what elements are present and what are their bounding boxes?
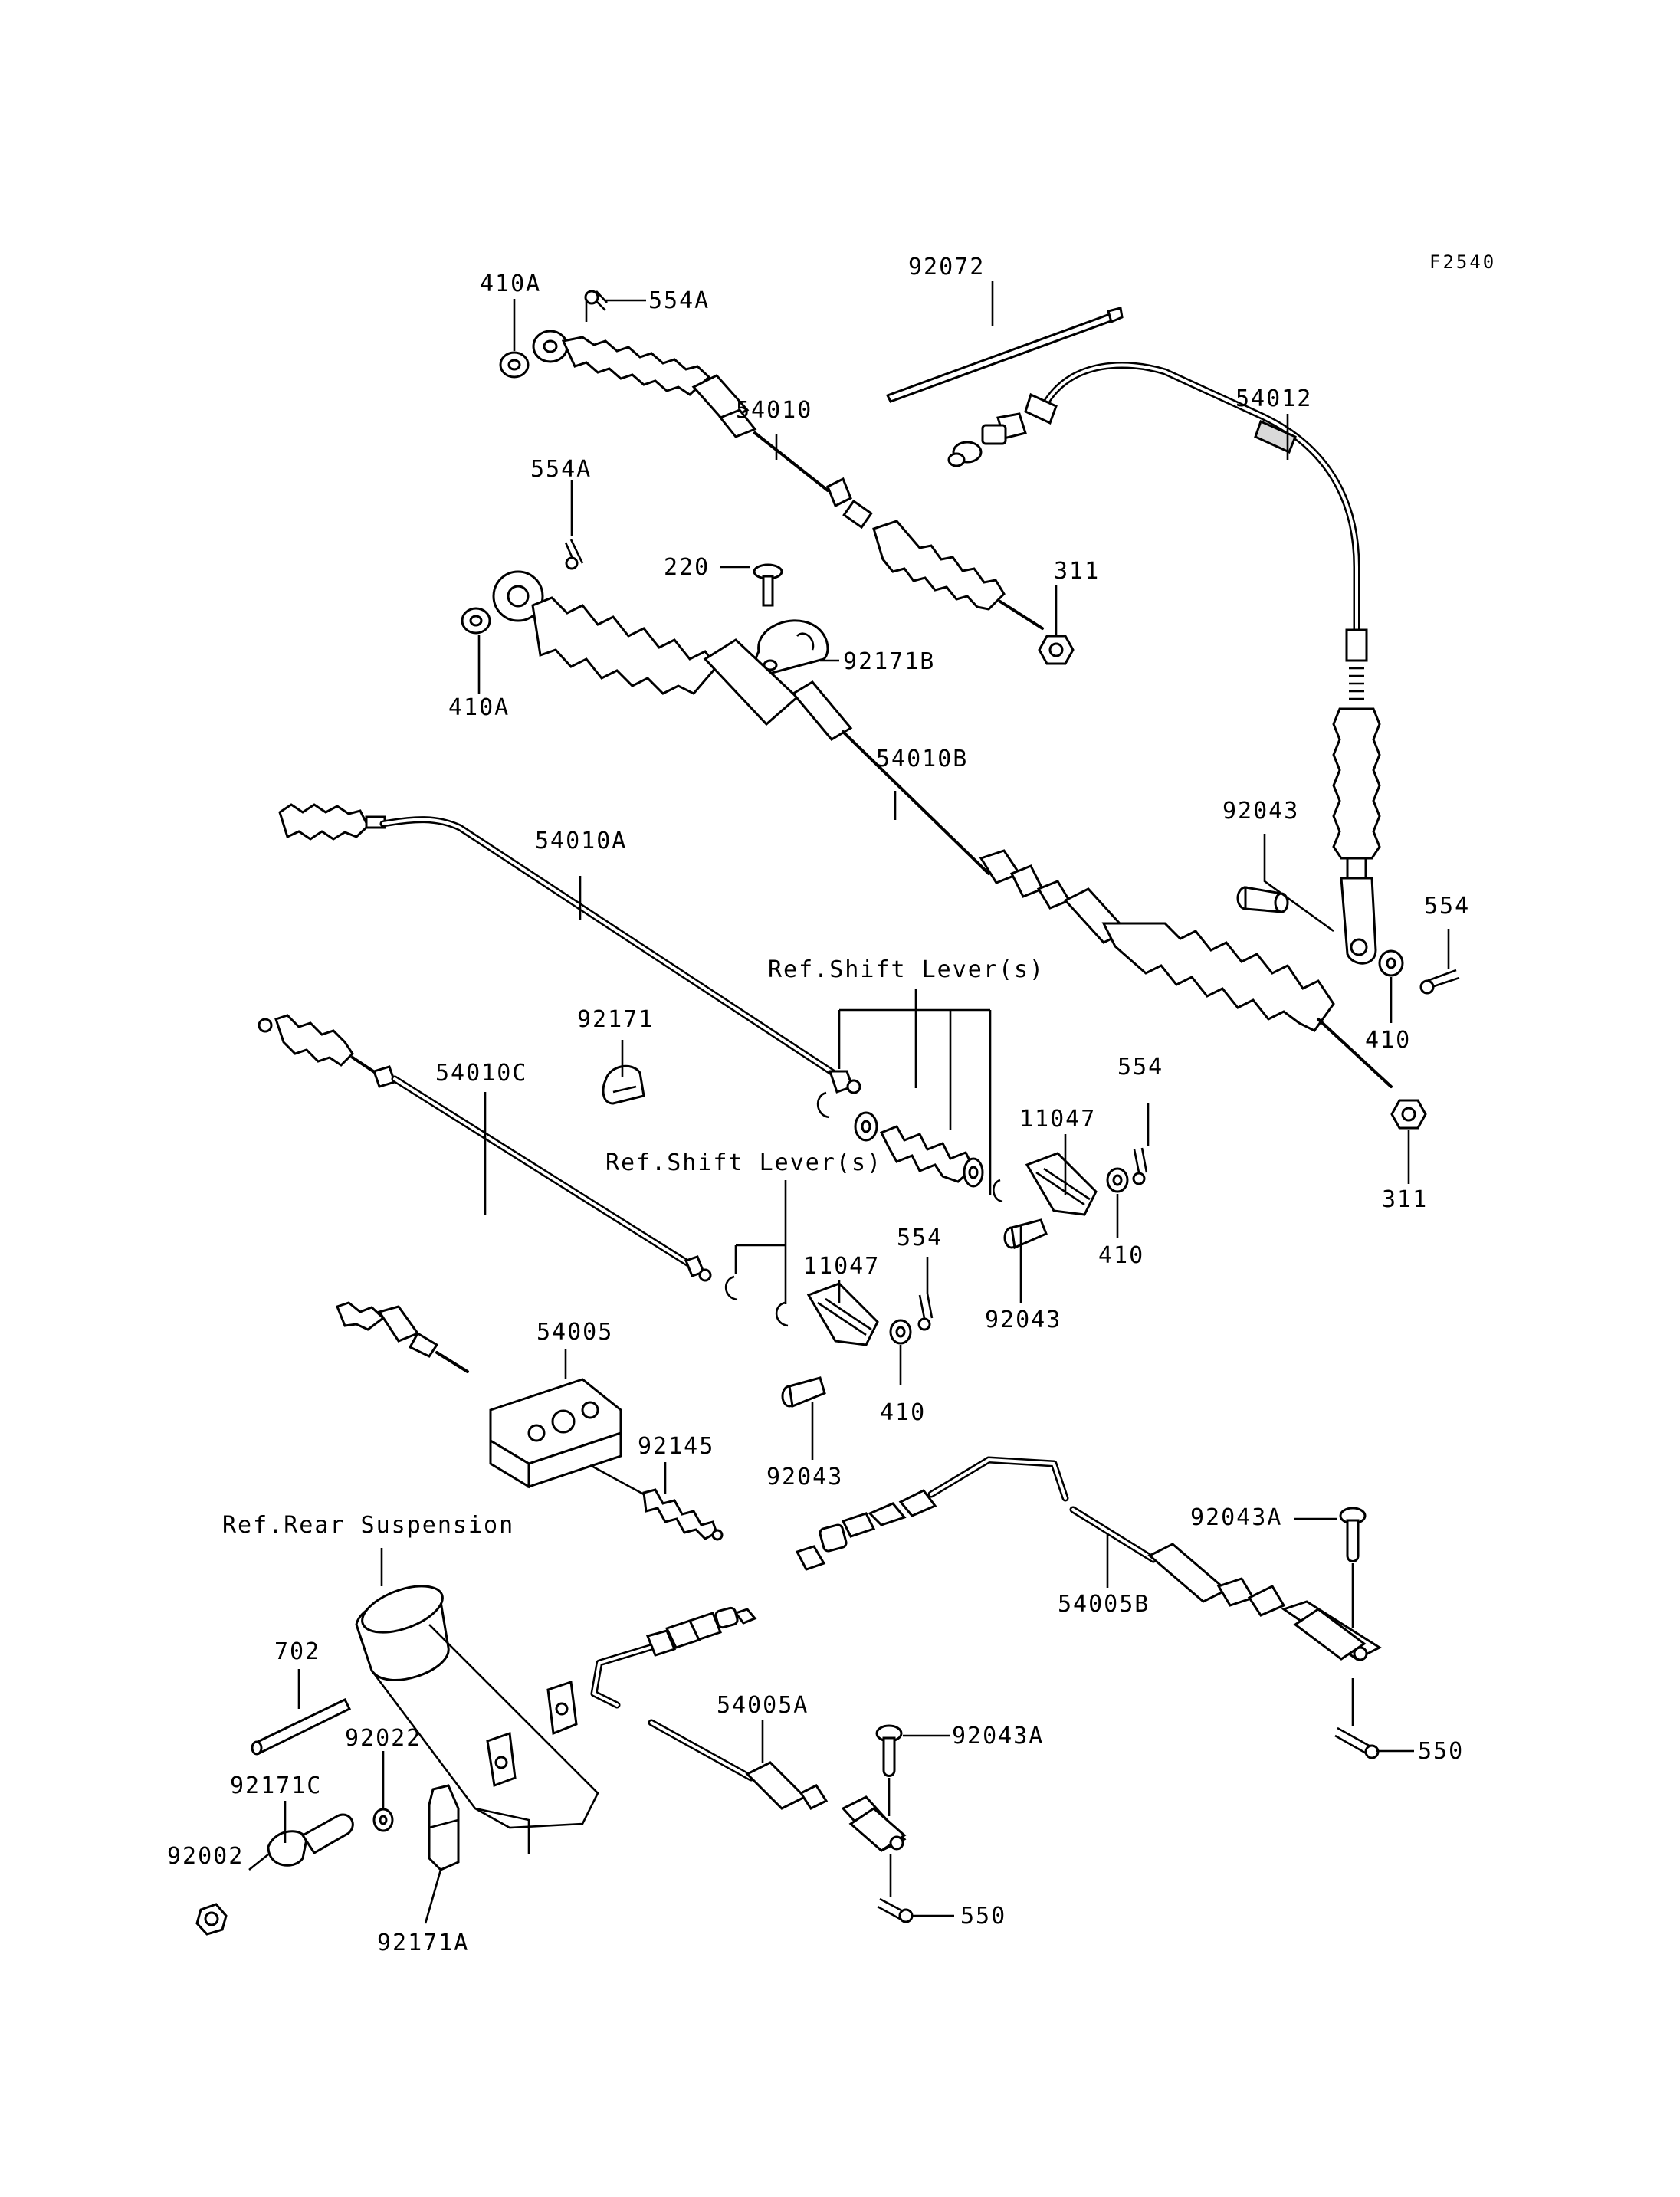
part-550-pin-left [877, 1897, 914, 1923]
label-ref-rear-suspension: Ref.Rear Suspension [222, 1512, 514, 1539]
part-92022-washer [372, 1808, 394, 1832]
part-92171A-bracket [428, 1784, 460, 1871]
label-702: 702 [274, 1638, 320, 1665]
ref-shift-lever-parts-1 [816, 1091, 1003, 1203]
label-550-2: 550 [960, 1903, 1006, 1930]
part-11047-lever-2 [781, 1282, 879, 1408]
part-54005B-cable [795, 1456, 1383, 1661]
label-92002: 92002 [167, 1843, 244, 1870]
label-410-3: 410 [880, 1399, 926, 1426]
label-92022: 92022 [345, 1725, 422, 1752]
label-54005B: 54005B [1058, 1591, 1150, 1618]
label-550-1: 550 [1418, 1738, 1464, 1765]
label-92043-2: 92043 [985, 1307, 1061, 1333]
part-554A-clip-2 [564, 539, 584, 570]
label-410-2: 410 [1098, 1242, 1144, 1269]
label-11047-2: 11047 [803, 1253, 880, 1280]
part-54005A-cable [590, 1606, 907, 1852]
part-311-nut-top [1038, 635, 1075, 665]
label-554A-2: 554A [530, 456, 592, 483]
part-54010C-cable [258, 1014, 712, 1282]
label-554A-1: 554A [648, 287, 710, 314]
label-92043A-1: 92043A [1190, 1504, 1282, 1531]
label-54005: 54005 [536, 1319, 613, 1346]
label-554-1: 554 [1424, 893, 1470, 920]
label-54005A: 54005A [717, 1692, 809, 1719]
part-54010-cable [532, 330, 1044, 630]
part-550-pin-right [1334, 1726, 1380, 1759]
part-554-clip-mid [1132, 1147, 1148, 1185]
label-92171B: 92171B [843, 648, 935, 675]
part-220-bolt [753, 563, 783, 607]
part-11047-lever-1 [1003, 1152, 1098, 1250]
part-702-rod [251, 1698, 352, 1756]
part-554A-clip-1 [584, 290, 608, 322]
label-311-1: 311 [1054, 558, 1100, 585]
label-54012: 54012 [1235, 385, 1312, 412]
part-54010B-cable [492, 570, 1393, 1088]
label-ref-shift-lever-2: Ref.Shift Lever(s) [605, 1149, 882, 1176]
part-92171B-clamp [754, 619, 829, 676]
part-410-washer-mid [1106, 1167, 1129, 1193]
label-54010C: 54010C [435, 1060, 527, 1087]
part-410A-washer-2 [461, 607, 491, 635]
label-92171: 92171 [577, 1006, 654, 1033]
part-54005-joint [336, 1301, 622, 1489]
part-92171C-clamp [267, 1813, 354, 1867]
part-54010A-cable [278, 803, 861, 1094]
part-92145-spring [589, 1464, 724, 1541]
label-92043A-2: 92043A [952, 1723, 1044, 1749]
part-410-washer-top [1378, 949, 1404, 977]
label-54010B: 54010B [876, 746, 968, 772]
label-554-2: 554 [1117, 1054, 1163, 1080]
part-410A-washer-1 [499, 351, 530, 379]
figure-code: F2540 [1429, 251, 1496, 273]
leader-lines [248, 281, 1450, 1924]
label-54010: 54010 [736, 397, 812, 424]
ref-shift-lever-parts-2 [724, 1275, 789, 1327]
part-92043-pin-top [1236, 886, 1289, 913]
part-92171-clamp [602, 1064, 645, 1105]
part-554-clip-top [1419, 969, 1460, 995]
part-92002-bolt [195, 1903, 228, 1936]
label-92043-3: 92043 [766, 1464, 843, 1490]
label-11047-1: 11047 [1019, 1106, 1096, 1133]
label-54010A: 54010A [535, 828, 627, 854]
part-92043A-pin-right [1339, 1507, 1367, 1562]
label-92072: 92072 [908, 254, 985, 280]
part-410-washer-low [889, 1319, 912, 1345]
label-92043-1: 92043 [1222, 798, 1299, 825]
label-410A-2: 410A [448, 694, 510, 721]
ref-rear-suspension [355, 1585, 599, 1854]
label-92171C: 92171C [230, 1772, 322, 1799]
label-311-2: 311 [1382, 1186, 1428, 1213]
part-311-nut-right [1390, 1099, 1427, 1130]
part-554-clip-low [917, 1293, 934, 1331]
part-92072-cable-tie [885, 307, 1124, 403]
label-410-1: 410 [1365, 1027, 1411, 1054]
label-92145: 92145 [638, 1433, 714, 1460]
label-554-3: 554 [897, 1225, 943, 1251]
label-220: 220 [664, 554, 710, 581]
part-54012-cable [947, 361, 1381, 965]
part-labels: 92072 54012 410A 554A 54010 554A 220 311… [167, 254, 1470, 1956]
part-92043A-pin-left [875, 1724, 903, 1777]
label-ref-shift-lever-1: Ref.Shift Lever(s) [768, 956, 1045, 983]
label-92171A: 92171A [377, 1930, 469, 1956]
label-410A-1: 410A [480, 271, 541, 297]
